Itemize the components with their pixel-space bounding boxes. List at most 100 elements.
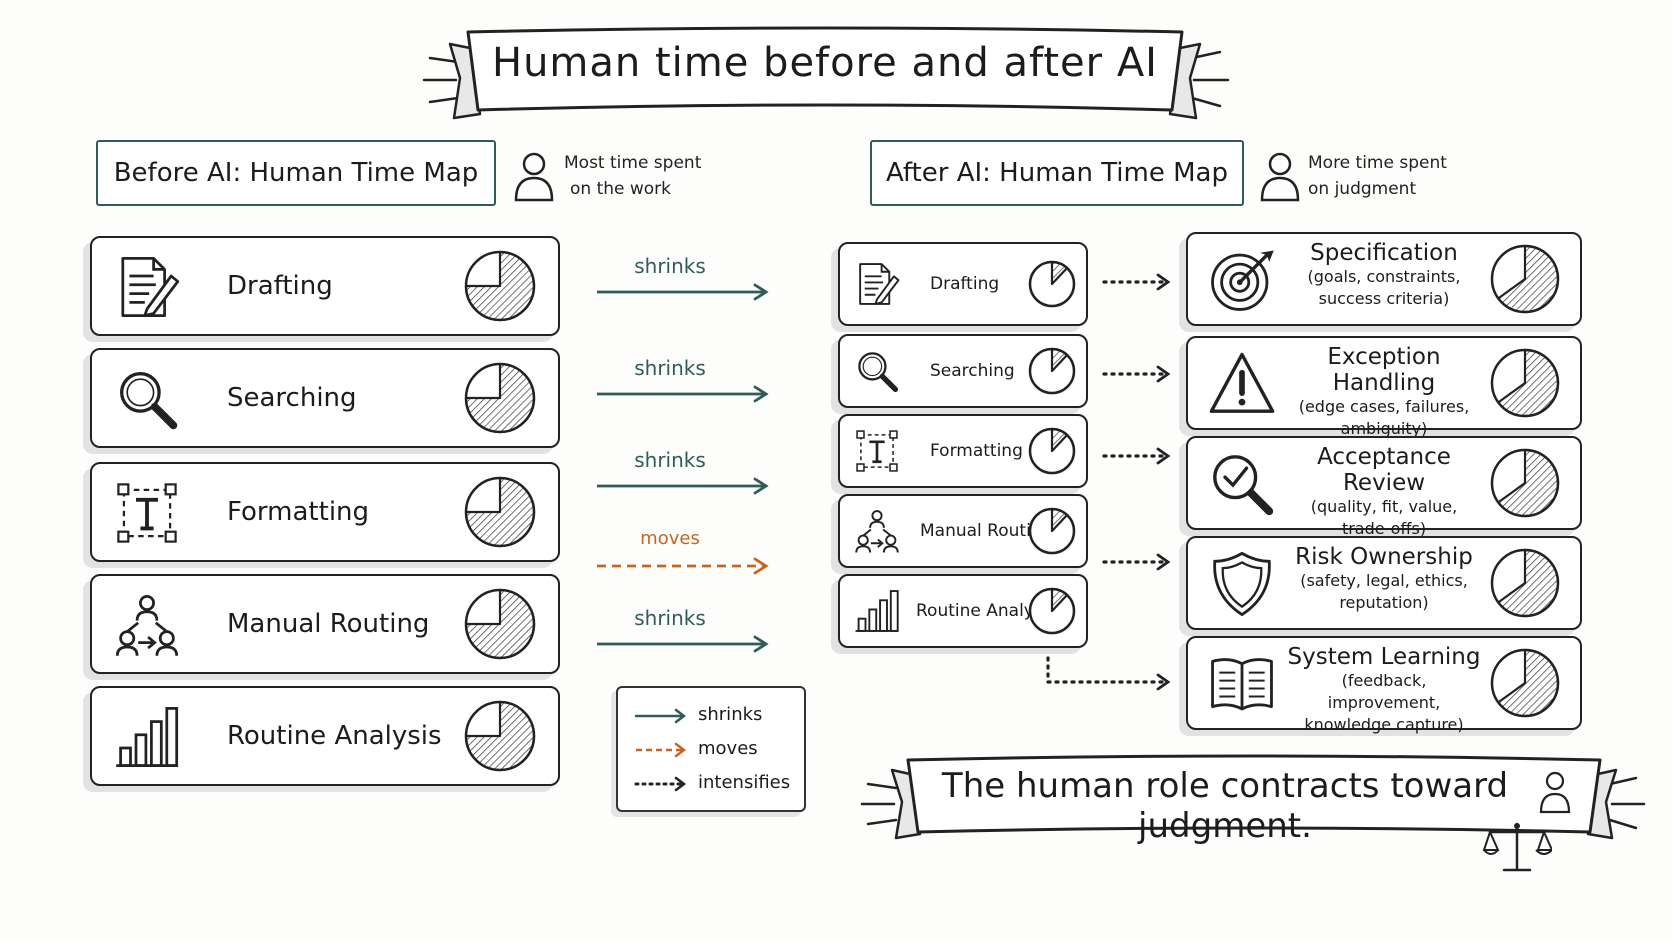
person-icon bbox=[1260, 152, 1300, 202]
title-ribbon bbox=[422, 26, 1230, 120]
legend: shrinks moves intensifies bbox=[616, 686, 806, 812]
task-card-after: Routine Analysis bbox=[838, 574, 1088, 648]
moves-arrow bbox=[597, 557, 769, 575]
magnifier-check-icon bbox=[1208, 450, 1276, 518]
intensifies-arrow bbox=[1046, 656, 1164, 684]
after-note: More time spent on judgment bbox=[1308, 150, 1447, 202]
after-note-line1: More time spent bbox=[1308, 153, 1447, 173]
page-title: Human time before and after AI bbox=[492, 40, 1158, 86]
legend-shrinks-arrow bbox=[634, 708, 687, 724]
people-routing-icon bbox=[115, 595, 179, 658]
magnifier-icon bbox=[854, 348, 900, 394]
scales-icon bbox=[1482, 822, 1552, 872]
before-header-label: Before AI: Human Time Map bbox=[113, 158, 479, 188]
task-label: Routine Analysis bbox=[227, 721, 442, 751]
before-note: Most time spent on the work bbox=[564, 150, 701, 202]
transition-label: shrinks bbox=[634, 356, 706, 380]
judgment-card: Specification(goals, constraints, success… bbox=[1186, 232, 1582, 326]
shrinks-arrow bbox=[597, 477, 769, 495]
transition-label: shrinks bbox=[634, 448, 706, 472]
judgment-text: Risk Ownership(safety, legal, ethics, rep… bbox=[1284, 544, 1484, 614]
after-note-line2: on judgment bbox=[1308, 179, 1417, 199]
judgment-subtitle-line2: trade-offs) bbox=[1341, 519, 1427, 538]
time-pie bbox=[1028, 260, 1076, 308]
time-pie bbox=[1028, 347, 1076, 395]
document-pencil-icon bbox=[121, 257, 180, 317]
magnifier-icon bbox=[114, 366, 180, 432]
time-pie bbox=[1490, 448, 1560, 518]
task-card-after: Drafting bbox=[838, 242, 1088, 326]
judgment-card: Acceptance Review(quality, fit, value, tr… bbox=[1186, 436, 1582, 538]
time-pie bbox=[1490, 244, 1560, 314]
judgment-subtitle-line2: success criteria) bbox=[1318, 289, 1450, 308]
time-pie bbox=[464, 250, 536, 322]
time-pie bbox=[1028, 587, 1076, 635]
open-book-icon bbox=[1211, 658, 1273, 711]
task-card-before: Searching bbox=[90, 348, 560, 448]
legend-moves-arrow bbox=[636, 742, 687, 758]
judgment-subtitle-line1: (safety, legal, ethics, bbox=[1300, 571, 1468, 590]
time-pie bbox=[1490, 348, 1560, 418]
judgment-subtitle-line2: reputation) bbox=[1339, 593, 1429, 612]
intensifies-arrowhead bbox=[1156, 273, 1171, 291]
intensifies-arrowhead bbox=[1156, 673, 1171, 691]
conclusion-text: The human role contracts toward judgment… bbox=[941, 766, 1509, 846]
judgment-subtitle-line1: (feedback, improvement, bbox=[1327, 671, 1441, 712]
legend-intensifies-arrow bbox=[634, 776, 687, 792]
conclusion-ribbon bbox=[860, 754, 1646, 840]
judgment-subtitle-line2: ambiguity) bbox=[1340, 419, 1428, 438]
document-pencil-icon bbox=[859, 263, 900, 305]
bar-chart-icon bbox=[114, 707, 180, 767]
task-label: Formatting bbox=[930, 441, 1023, 461]
transition-label: moves bbox=[640, 528, 700, 549]
intensifies-arrowhead bbox=[1156, 447, 1171, 465]
task-label: Manual Routing bbox=[227, 609, 430, 639]
time-pie bbox=[1490, 648, 1560, 718]
task-card-after: Searching bbox=[838, 334, 1088, 408]
task-card-before: Routine Analysis bbox=[90, 686, 560, 786]
shrinks-arrow bbox=[597, 385, 769, 403]
task-label: Drafting bbox=[227, 271, 333, 301]
judgment-card: System Learning(feedback, improvement, kn… bbox=[1186, 636, 1582, 734]
task-card-before: Formatting bbox=[90, 462, 560, 562]
shield-icon bbox=[1213, 551, 1271, 617]
time-pie bbox=[464, 588, 536, 660]
bar-chart-icon bbox=[854, 590, 900, 632]
intensifies-arrowhead bbox=[1156, 553, 1171, 571]
task-card-before: Manual Routing bbox=[90, 574, 560, 674]
time-pie bbox=[1028, 427, 1076, 475]
legend-shrinks-label: shrinks bbox=[698, 704, 763, 725]
judgment-text: Exception Handling(edge cases, failures,… bbox=[1284, 344, 1484, 440]
text-frame-icon bbox=[855, 429, 899, 473]
legend-intensifies-label: intensifies bbox=[698, 772, 791, 793]
time-pie bbox=[464, 476, 536, 548]
judgment-title: Risk Ownership bbox=[1295, 544, 1473, 570]
task-label: Searching bbox=[930, 361, 1015, 381]
task-label: Routine Analysis bbox=[916, 601, 1057, 621]
person-icon bbox=[1539, 771, 1571, 814]
shrinks-arrow bbox=[597, 283, 769, 301]
time-pie bbox=[464, 362, 536, 434]
shrinks-arrow bbox=[597, 635, 769, 653]
before-note-line1: Most time spent bbox=[564, 153, 702, 173]
intensifies-arrowhead bbox=[1156, 365, 1171, 383]
judgment-title: Acceptance Review bbox=[1317, 444, 1451, 496]
judgment-subtitle-line2: knowledge capture) bbox=[1304, 715, 1464, 734]
judgment-subtitle-line1: (quality, fit, value, bbox=[1310, 497, 1458, 516]
legend-moves-label: moves bbox=[698, 738, 758, 759]
judgment-title: Exception Handling bbox=[1327, 344, 1441, 396]
judgment-title: Specification bbox=[1310, 240, 1458, 266]
task-card-after: Manual Routing bbox=[838, 494, 1088, 568]
judgment-card: Risk Ownership(safety, legal, ethics, rep… bbox=[1186, 536, 1582, 630]
judgment-card: Exception Handling(edge cases, failures,… bbox=[1186, 336, 1582, 438]
target-icon bbox=[1210, 248, 1276, 312]
judgment-subtitle-line1: (goals, constraints, bbox=[1307, 267, 1461, 286]
judgment-text: Specification(goals, constraints, success… bbox=[1284, 240, 1484, 310]
judgment-text: Acceptance Review(quality, fit, value, tr… bbox=[1284, 444, 1484, 540]
transition-label: shrinks bbox=[634, 606, 706, 630]
after-header: After AI: Human Time Map bbox=[870, 140, 1244, 206]
intensifies-connectors bbox=[1046, 273, 1171, 691]
transition-label: shrinks bbox=[634, 254, 706, 278]
judgment-title: System Learning bbox=[1287, 644, 1481, 670]
people-routing-icon bbox=[855, 510, 899, 554]
